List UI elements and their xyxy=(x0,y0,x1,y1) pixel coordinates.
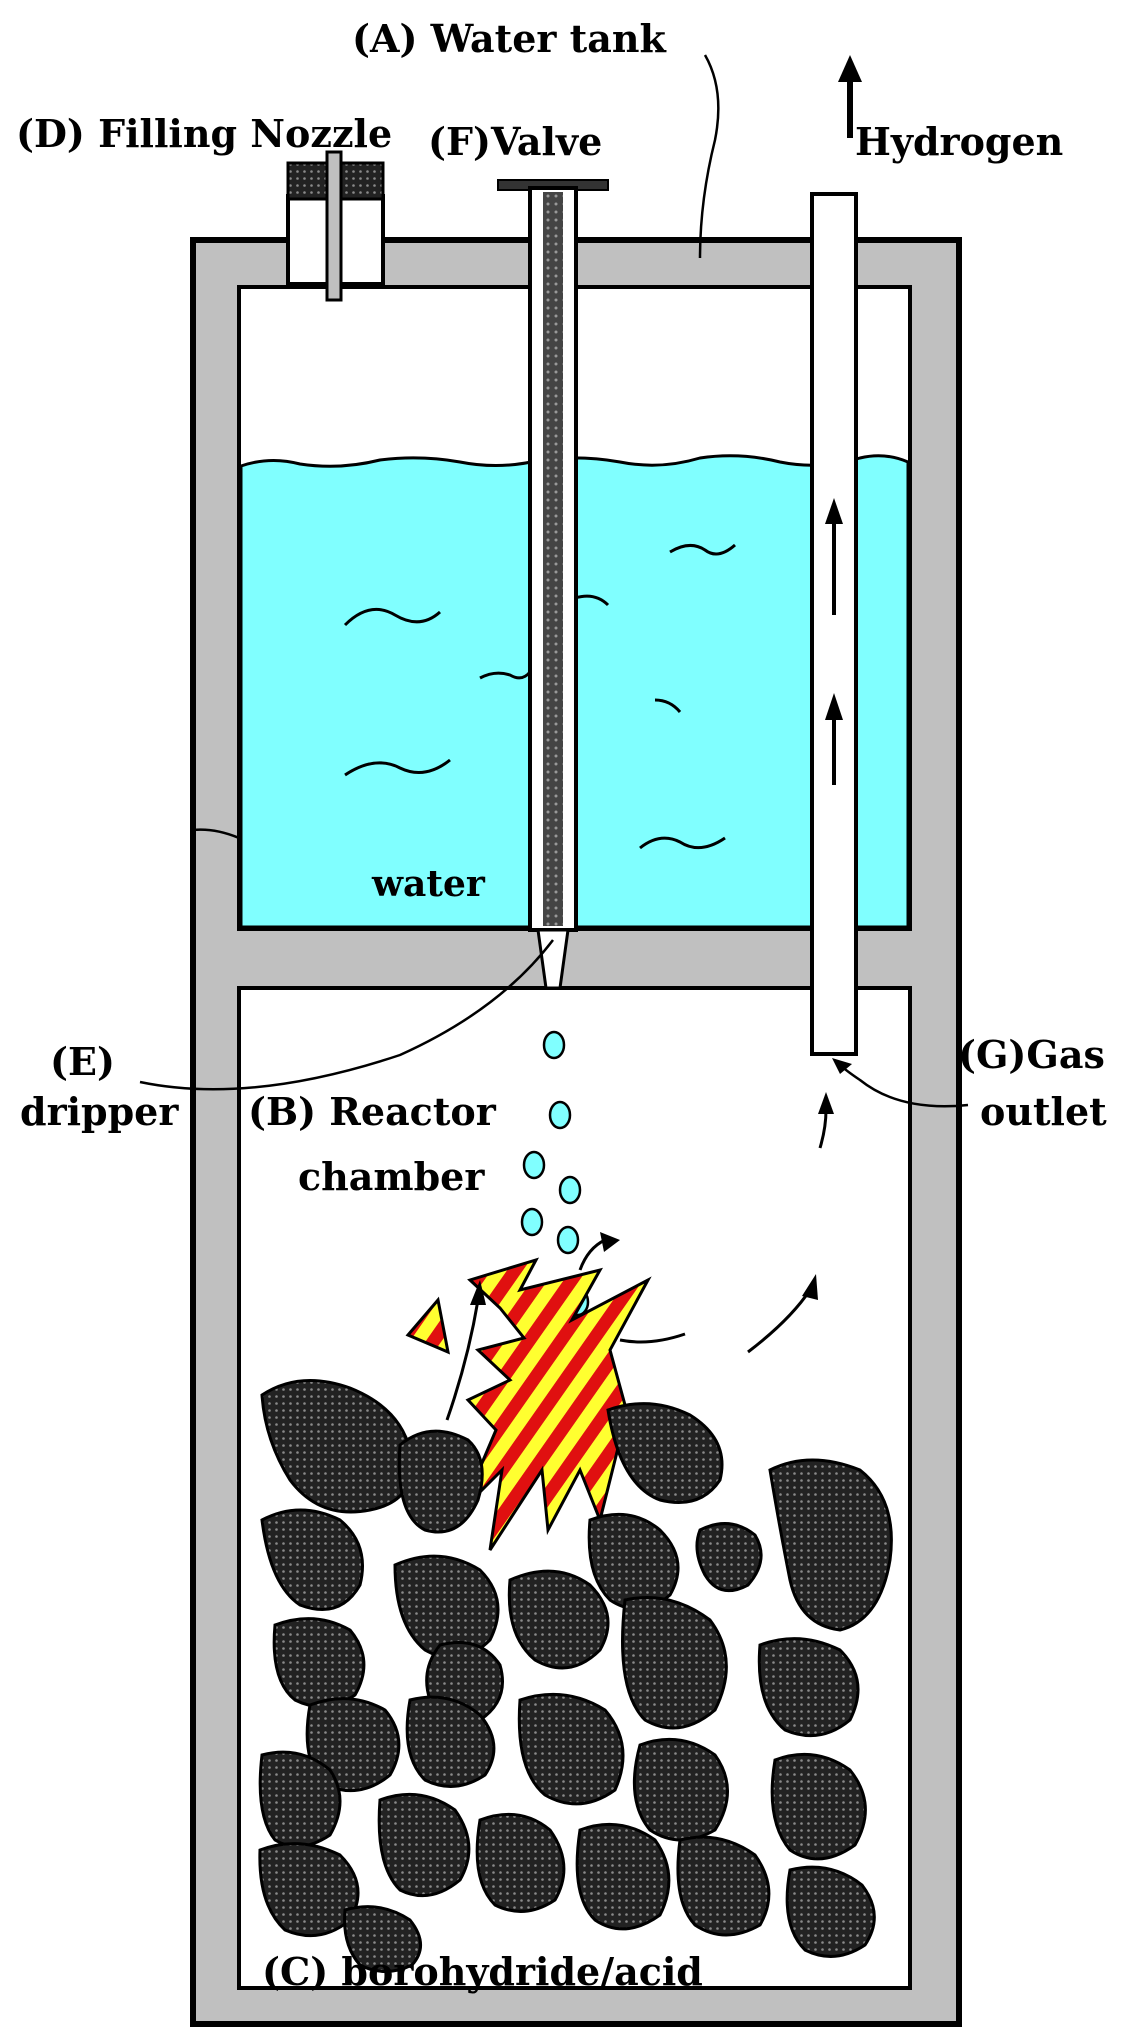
dripper-label: dripper xyxy=(20,1089,179,1134)
borohydride-pellets xyxy=(258,1378,893,1973)
valve-label: (F)Valve xyxy=(428,119,602,164)
gas-rise-arrowheads xyxy=(470,1092,834,1305)
filling-nozzle-label: (D) Filling Nozzle xyxy=(16,111,392,156)
hydrogen-label: Hydrogen xyxy=(855,119,1063,164)
dripper-tip xyxy=(536,928,570,990)
reactor-chamber-label: (B) Reactor xyxy=(248,1089,497,1134)
water-label: water xyxy=(371,863,486,905)
gas-outlet-label-2: outlet xyxy=(980,1089,1107,1134)
dripper-index-label: (E) xyxy=(50,1039,115,1084)
filling-nozzle xyxy=(286,150,385,302)
reaction-flame xyxy=(405,1257,652,1551)
hydrogen-arrow-icon xyxy=(838,55,862,138)
gas-outlet-label: (G)Gas xyxy=(958,1032,1105,1077)
borohydride-label: (C) borohydride/acid xyxy=(262,1949,703,1994)
hydrogen-flow-arrows xyxy=(825,498,843,785)
leader-lines xyxy=(139,54,969,1108)
reactor-chamber-label-2: chamber xyxy=(298,1154,485,1199)
gas-outlet-tube xyxy=(810,192,858,1056)
water-tank-label: (A) Water tank xyxy=(352,16,666,61)
water-ripples xyxy=(343,543,736,850)
valve-assembly xyxy=(497,179,609,932)
